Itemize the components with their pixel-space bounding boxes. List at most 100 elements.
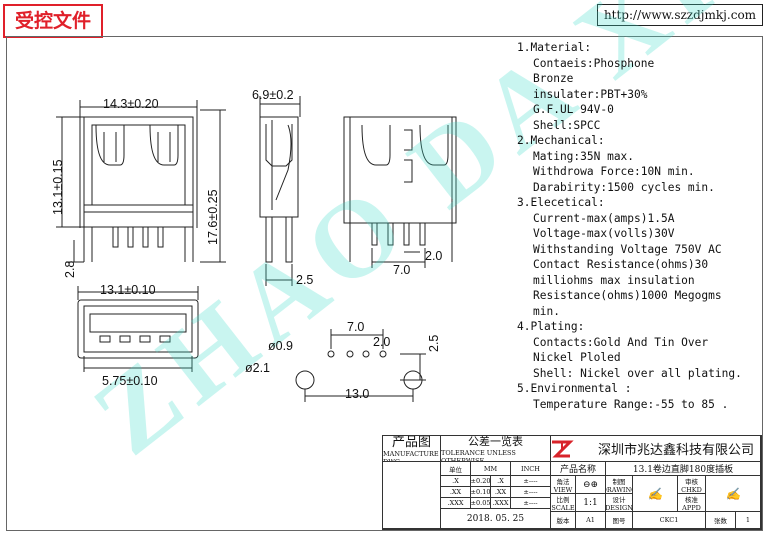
figure-no-value: CKC1 <box>633 512 706 529</box>
dim-pcb-height: 2.5 <box>427 334 441 352</box>
front-view <box>56 100 226 263</box>
approve-label-cell: 核准 APPD <box>678 494 706 512</box>
projection-symbol-icon: ⊖⊕ <box>576 476 606 494</box>
spec-section-mechanical: 2.Mechanical: Mating:35N max. Withdrowa … <box>517 133 757 195</box>
spec-section-material: 1.Material: Contaeis:Phosphone Bronze in… <box>517 40 757 133</box>
dim-pcb-pitch: 7.0 <box>347 320 365 334</box>
dim-width-top: 14.3±0.20 <box>103 97 159 111</box>
spec-item: Withstanding Voltage 750V AC <box>533 242 722 256</box>
spec-heading: 2.Mechanical: <box>517 134 605 147</box>
dim-height-right: 17.6±0.25 <box>206 189 220 245</box>
dim-height-left: 13.1±0.15 <box>51 159 65 215</box>
version-value: A1 <box>576 512 606 529</box>
pcb-layout <box>295 329 426 402</box>
view-label-cell: 角法 VIEW <box>551 476 576 494</box>
view-en: VIEW <box>553 485 573 494</box>
drawing-frame <box>6 36 763 531</box>
spec-item: Contaeis:Phosphone <box>533 56 655 70</box>
spec-item: Withdrowa Force:10N min. <box>533 165 695 178</box>
tol-mm-val: ±0.05 <box>471 498 491 509</box>
drawing-label: 制图 <box>612 477 626 486</box>
company-name: 深圳市兆达鑫科技有限公司 <box>551 436 761 462</box>
unit-inch: INCH <box>511 462 551 476</box>
spec-heading: 1.Material: <box>517 41 592 54</box>
page-label: 张数 <box>706 512 736 529</box>
spec-heading: 3.Elecetical: <box>517 196 605 209</box>
spec-item: Temperature Range:-55 to 85 . <box>533 397 729 411</box>
product-drawing-en: MANUFACTURE DWG <box>383 450 439 462</box>
tol-in-fmt: .XXX <box>491 498 511 509</box>
opening-view <box>77 286 199 372</box>
dim-pin-length: 2.8 <box>63 260 77 278</box>
product-drawing-cell: 产品图 MANUFACTURE DWG <box>383 436 441 462</box>
spec-heading: 5.Environmental : <box>517 382 632 395</box>
scale-label-cell: 比例 SCALE <box>551 494 576 512</box>
tol-mm-fmt: .X <box>441 476 471 487</box>
drawing-date: 2018. 05. 25 <box>441 509 551 529</box>
dim-hole-large: ø2.1 <box>245 361 271 375</box>
view-label: 角法 <box>556 477 570 486</box>
tolerance-header-cell: 公差一览表 TOLERANCE UNLESS OTHERWISE <box>441 436 551 462</box>
website-url[interactable]: http://www.szzdjmkj.com <box>597 4 763 26</box>
spec-item: Mating:35N max. <box>533 149 635 163</box>
tol-in-fmt: .XX <box>491 487 511 498</box>
product-name: 13.1卷边直脚180度插板 <box>606 462 761 476</box>
spec-section-electrical: 3.Elecetical: Current-max(amps)1.5A Volt… <box>517 195 757 319</box>
back-view <box>343 116 457 268</box>
tolerance-title: 公差一览表 <box>468 436 523 448</box>
specifications-list: 1.Material: Contaeis:Phosphone Bronze in… <box>517 40 757 412</box>
spec-item: Shell:SPCC <box>533 118 601 132</box>
dim-hole-small: ø0.9 <box>268 339 294 353</box>
spec-item: G.F.UL 94V-0 <box>533 103 614 116</box>
tol-in-val: ±---- <box>511 476 551 487</box>
company-logo <box>552 440 574 458</box>
design-label: 设计 <box>612 495 626 504</box>
spec-item: Nickel Ploled <box>533 351 621 364</box>
tol-mm-fmt: .XX <box>441 487 471 498</box>
figure-no-label: 图号 <box>606 512 633 529</box>
controlled-document-stamp: 受控文件 <box>3 4 103 38</box>
page-value: 1 <box>736 512 761 529</box>
spec-section-environmental: 5.Environmental : Temperature Range:-55 … <box>517 381 757 412</box>
spec-item: Voltage-max(volls)30V <box>533 227 675 240</box>
scale-label: 比例 <box>556 495 570 504</box>
drawing-label-cell: 制图 DRAWING <box>606 476 633 494</box>
dim-pcb-pin: 2.0 <box>373 335 391 349</box>
spec-heading: 4.Plating: <box>517 320 585 333</box>
spec-item: Contacts:Gold And Tin Over <box>533 335 709 349</box>
title-block: 产品图 MANUFACTURE DWG 公差一览表 TOLERANCE UNLE… <box>382 435 762 530</box>
spec-item: min. <box>533 304 560 318</box>
tol-mm-fmt: .XXX <box>441 498 471 509</box>
dim-front-inner: 5.75±0.10 <box>102 374 158 388</box>
dim-side-pin: 2.5 <box>296 273 314 287</box>
approve-en: APPD <box>682 503 701 512</box>
spec-item: Contact Resistance(ohms)30 <box>533 258 709 271</box>
spec-item: Shell: Nickel over all plating. <box>533 366 742 380</box>
tol-mm-val: ±0.20 <box>471 476 491 487</box>
tol-in-val: ±---- <box>511 487 551 498</box>
approver-signature: ✍ <box>706 476 761 512</box>
spec-item: milliohms max insulation <box>533 273 695 287</box>
drawing-en: DRAWING <box>606 485 632 494</box>
tol-in-val: ±---- <box>511 498 551 509</box>
left-blank-cell <box>383 462 441 529</box>
product-drawing-label: 产品图 <box>391 436 431 450</box>
dim-front-width: 13.1±0.10 <box>100 283 156 297</box>
spec-item: Resistance(ohms)1000 Megogms <box>533 289 722 302</box>
approve-label: 核准 <box>685 495 698 504</box>
tolerance-en: TOLERANCE UNLESS OTHERWISE <box>441 448 516 462</box>
unit-mm: MM <box>471 462 511 476</box>
checked-en: CHKD <box>681 485 702 494</box>
drawer-signature: ✍ <box>633 476 678 512</box>
design-en: DESIGN <box>606 503 633 512</box>
checked-label-cell: 审核 CHKD <box>678 476 706 494</box>
dim-back-pin: 2.0 <box>425 249 443 263</box>
scale-value: 1:1 <box>576 494 606 512</box>
unit-label: 单位 <box>441 462 471 476</box>
checked-label: 审核 <box>685 477 698 486</box>
dim-back-pitch: 7.0 <box>393 263 411 277</box>
scale-en: SCALE <box>551 503 575 512</box>
dim-side-width: 6.9±0.2 <box>252 88 294 102</box>
spec-item: insulater:PBT+30% <box>533 87 648 101</box>
